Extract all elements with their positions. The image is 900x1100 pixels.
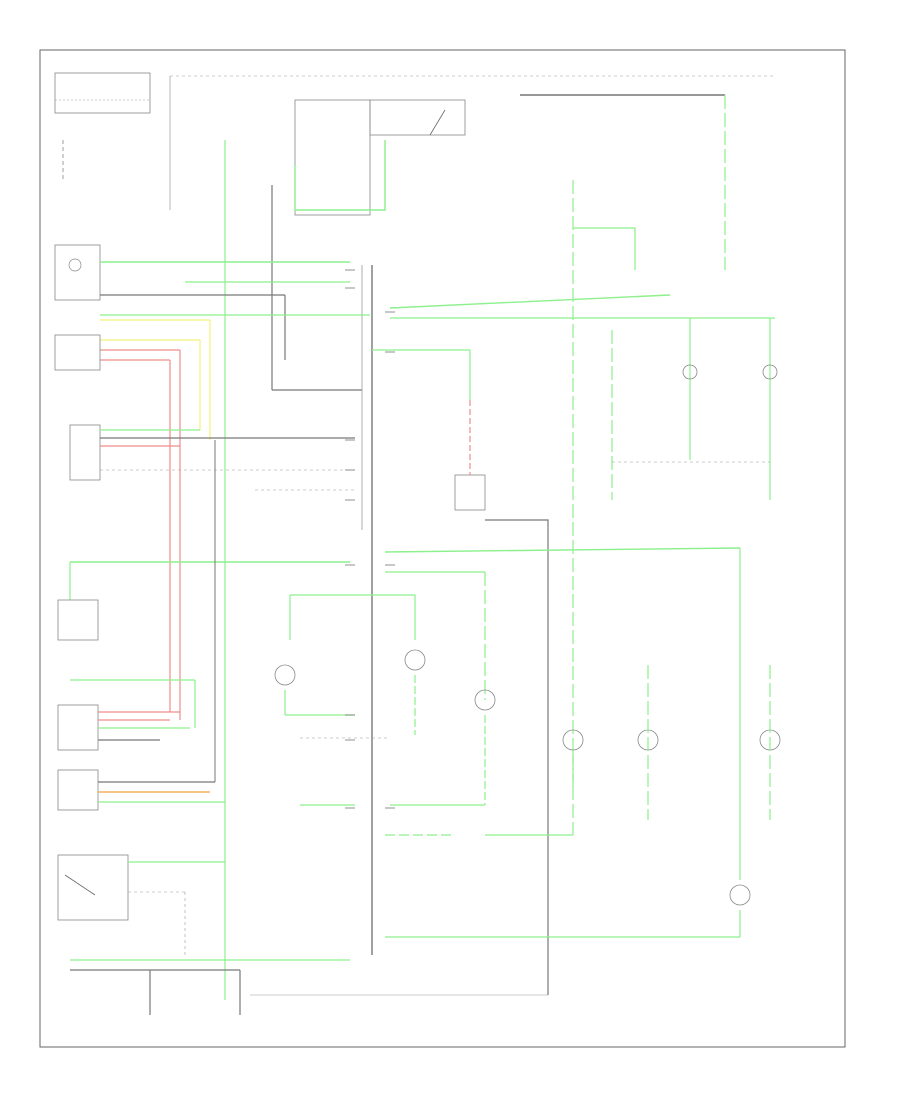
gauge-bulb-center-right <box>474 689 496 711</box>
meter-connector <box>54 244 101 301</box>
center-switch-module <box>454 474 486 511</box>
combination-meter <box>57 704 99 751</box>
gauge-branch <box>289 594 416 640</box>
light-ctrl-blade <box>64 874 96 896</box>
relay-switch <box>369 99 466 136</box>
emergency-switch <box>69 424 101 481</box>
gauge-bulb-left <box>274 664 296 686</box>
meter-lamp <box>68 258 82 272</box>
gauge-bulb-center <box>404 649 426 671</box>
diagram-frame <box>39 49 846 1048</box>
far-right-lamp <box>729 884 751 906</box>
trunk-connectors <box>345 269 395 809</box>
fuse-box <box>54 72 151 114</box>
combination-relay <box>294 99 371 216</box>
relay-switch-blade <box>429 109 446 136</box>
relay-loop-green <box>294 140 386 211</box>
license-lamp-right <box>682 364 698 380</box>
bus-green-long-right <box>384 547 741 553</box>
right-branch <box>573 227 636 270</box>
lower-meter-block <box>57 769 99 811</box>
center-switch-out <box>485 519 549 995</box>
bus-green-upper <box>389 294 671 309</box>
light-control-switch <box>57 854 129 921</box>
control-unit-connector <box>54 334 101 371</box>
license-lamp-far-right <box>762 364 778 380</box>
left-emergency-box <box>57 599 99 641</box>
